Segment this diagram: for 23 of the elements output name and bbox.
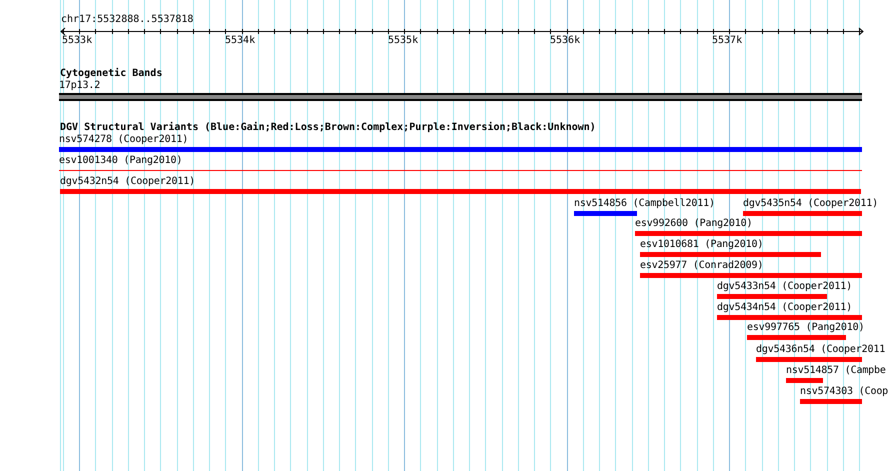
tick-label: 5533k xyxy=(62,35,92,47)
variant-label: dgv5436n54 (Cooper2011 xyxy=(756,344,886,356)
variant-label: esv25977 (Conrad2009) xyxy=(640,260,764,272)
tick-label: 5534k xyxy=(225,35,256,47)
variant-label: nsv574303 (Coop xyxy=(800,386,888,398)
variant-label: dgv5435n54 (Cooper2011) xyxy=(743,198,878,210)
variant-label: esv992600 (Pang2010) xyxy=(635,218,752,230)
variant-label: esv1001340 (Pang2010) xyxy=(59,155,182,167)
variant-label: dgv5434n54 (Cooper2011) xyxy=(717,302,852,314)
tick-label: 5537k xyxy=(712,35,742,47)
tick-label: 5536k xyxy=(550,35,580,47)
variant-label: esv997765 (Pang2010) xyxy=(747,322,864,334)
variant-label: dgv5433n54 (Cooper2011) xyxy=(717,281,852,293)
track-title: DGV Structural Variants (Blue:Gain;Red:Loss;Brown:Complex;Purple:Inversion;Black:Unknown) xyxy=(60,122,596,134)
coordinate-range: chr17:5532888..5537818 xyxy=(61,14,194,26)
tick-label: 5535k xyxy=(388,35,418,47)
variant-label: esv1010681 (Pang2010) xyxy=(640,239,764,251)
variant-label: nsv514857 (Campbe xyxy=(786,365,886,377)
band-label: 17p13.2 xyxy=(59,80,100,92)
variant-label: nsv514856 (Campbell2011) xyxy=(574,198,715,210)
variant-label: nsv574278 (Cooper2011) xyxy=(59,134,188,146)
variant-label: dgv5432n54 (Cooper2011) xyxy=(60,176,196,188)
track-title: Cytogenetic Bands xyxy=(60,68,162,80)
